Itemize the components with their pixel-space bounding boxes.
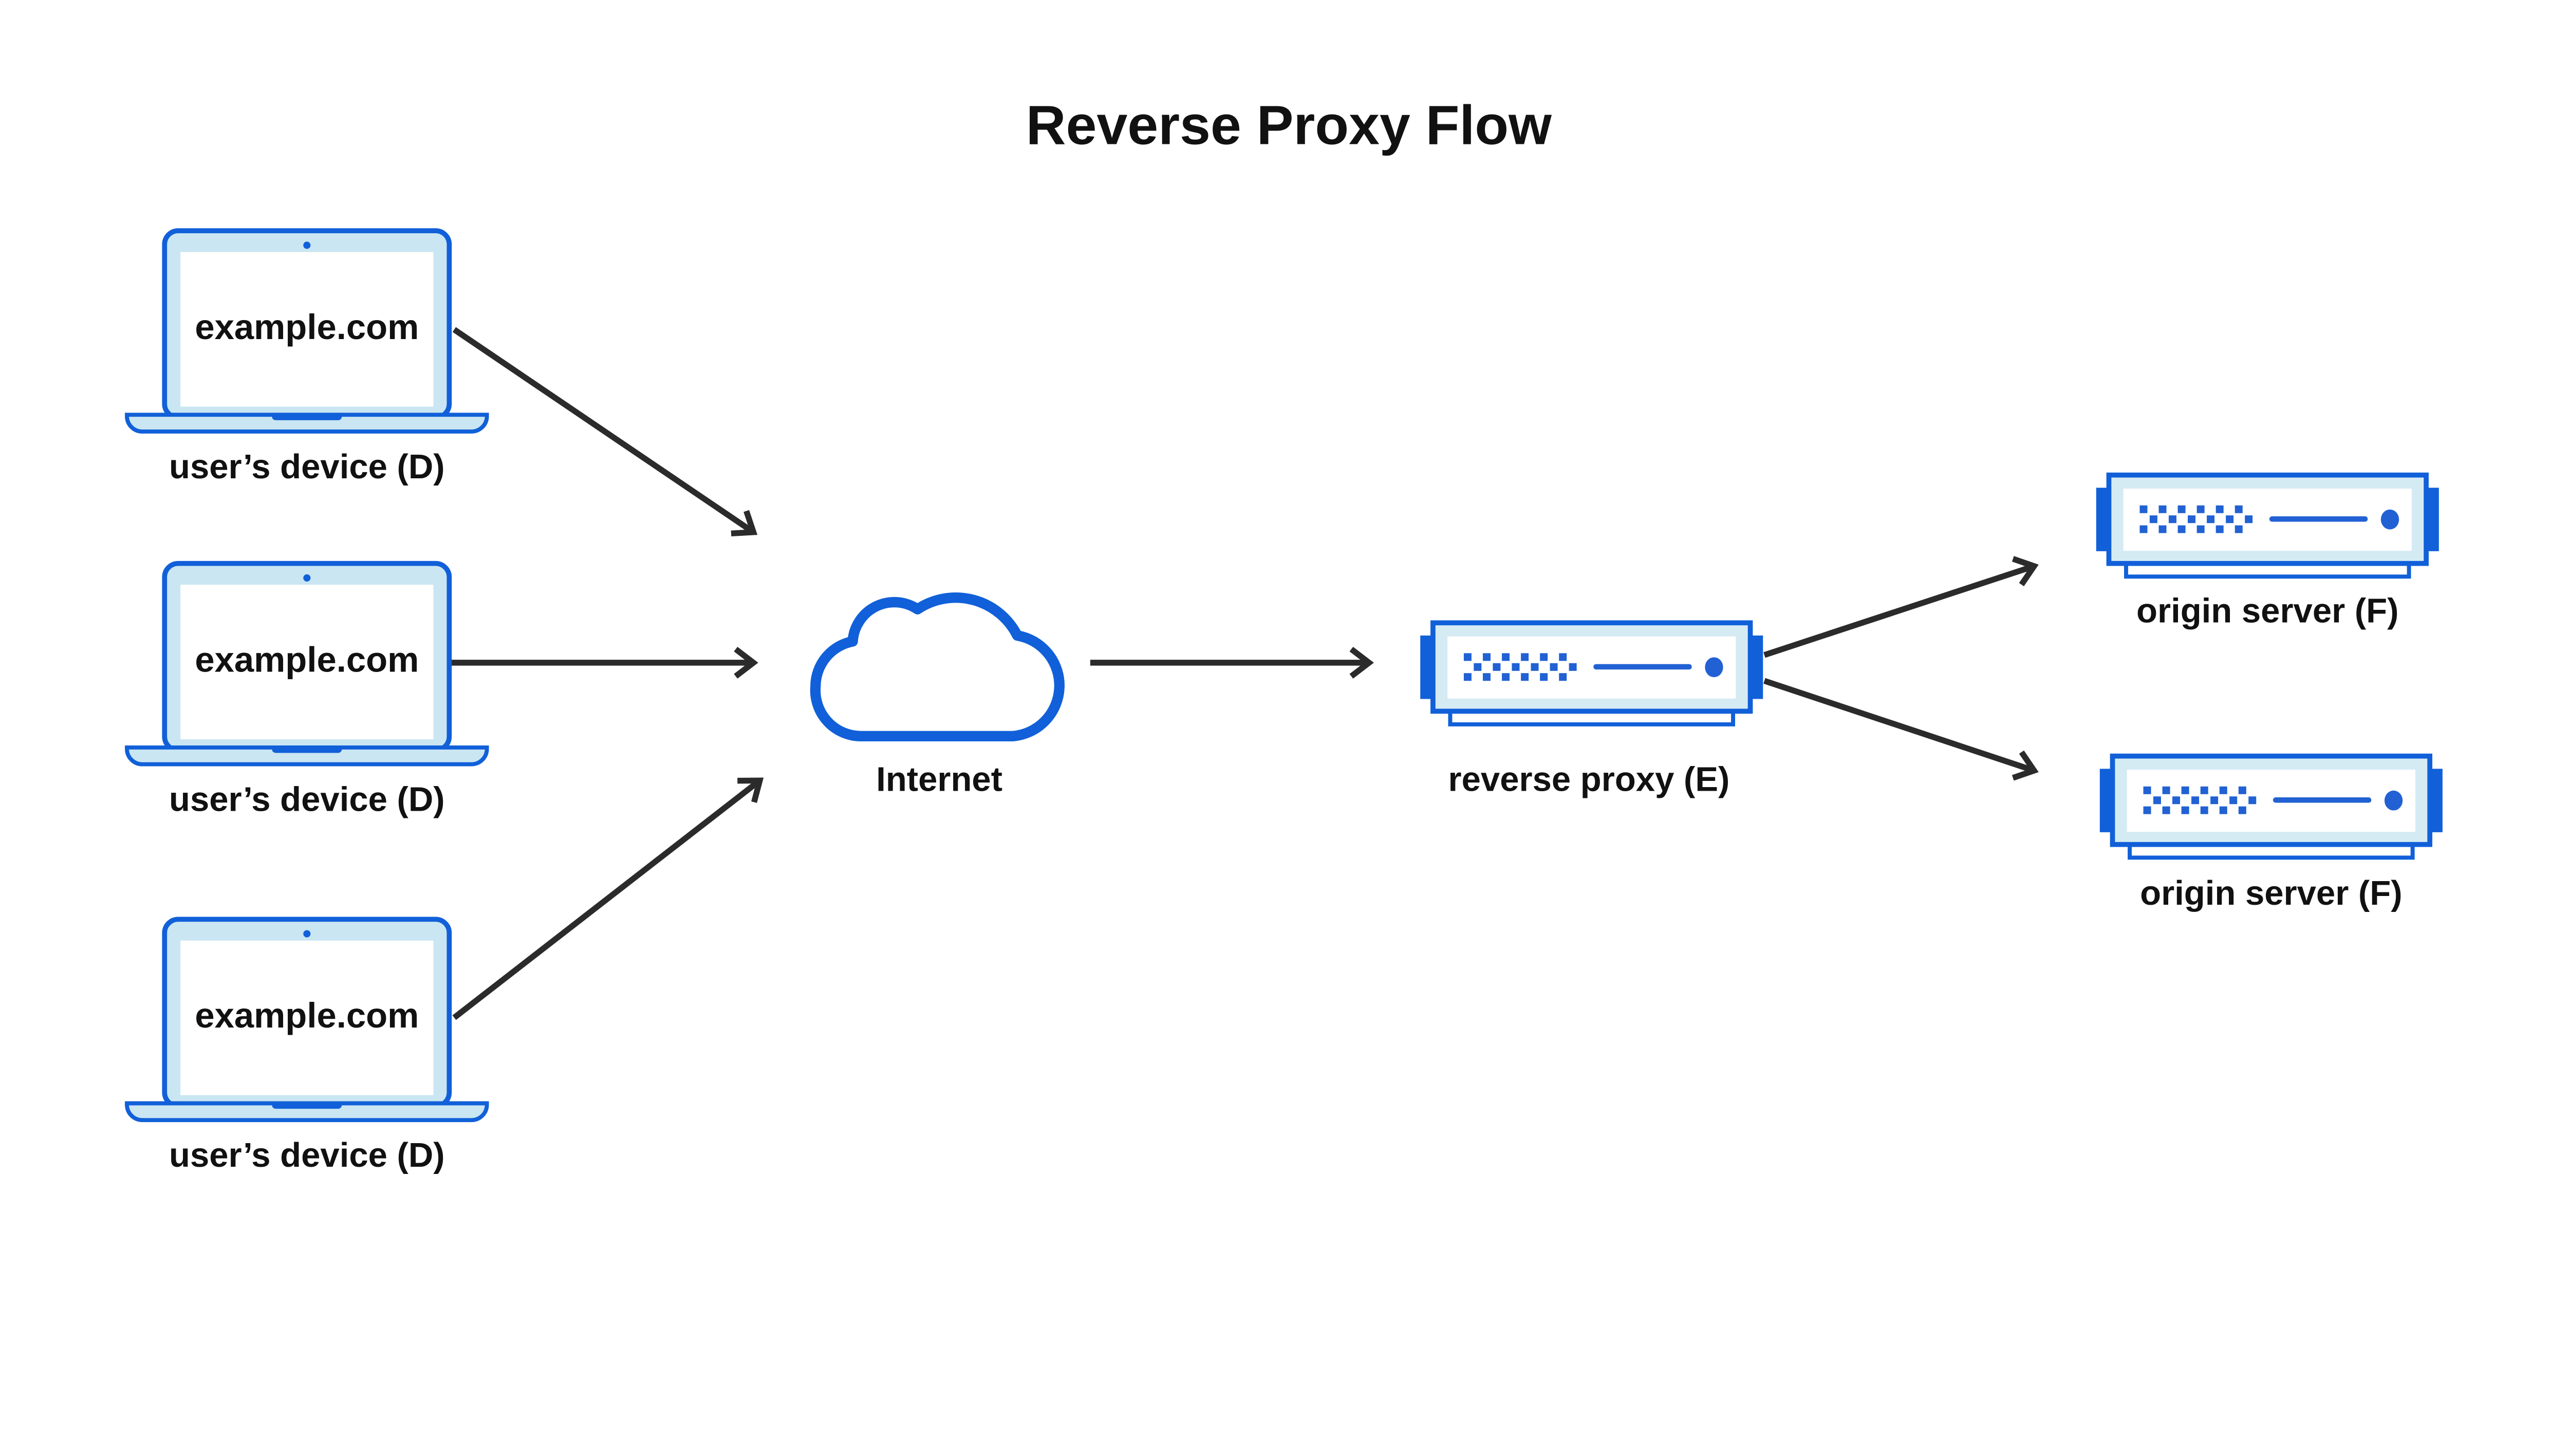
arrow-proxy-to-origin2 [1763, 678, 2039, 781]
internet-node: Internet [810, 592, 1065, 799]
device-label: user’s device (D) [169, 447, 445, 486]
user-device-2: example.com user’s device (D) [127, 564, 487, 818]
origin-server-1: origin server (F) [2096, 475, 2439, 630]
server-icon [2100, 756, 2443, 858]
device-label: user’s device (D) [169, 780, 445, 818]
device-screen-text: example.com [195, 307, 419, 347]
reverse-proxy-flow-diagram: Reverse Proxy Flow example.com user’s de… [124, 94, 2446, 1175]
server-icon [2096, 475, 2439, 577]
arrow-proxy-to-origin1 [1763, 556, 2039, 658]
origin-server-label: origin server (F) [2140, 874, 2402, 912]
origin-server-2: origin server (F) [2100, 756, 2443, 912]
origin-server-label: origin server (F) [2136, 591, 2398, 630]
flow-arrows [431, 327, 2039, 1020]
reverse-proxy-label: reverse proxy (E) [1448, 760, 1730, 799]
user-device-3: example.com user’s device (D) [127, 919, 487, 1174]
internet-label: Internet [876, 760, 1002, 799]
user-device-1: example.com user’s device (D) [127, 231, 487, 486]
reverse-proxy-node: reverse proxy (E) [1420, 623, 1763, 799]
device-screen-text: example.com [195, 640, 419, 680]
server-icon [1420, 623, 1763, 724]
page-title: Reverse Proxy Flow [1026, 95, 1552, 156]
device-screen-text: example.com [195, 996, 419, 1035]
diagram-canvas: Reverse Proxy Flow example.com user’s de… [124, 94, 2446, 1175]
arrow-device1-to-internet [452, 327, 758, 537]
cloud-icon [810, 592, 1065, 742]
device-label: user’s device (D) [169, 1136, 445, 1174]
arrow-device3-to-internet [452, 777, 764, 1020]
